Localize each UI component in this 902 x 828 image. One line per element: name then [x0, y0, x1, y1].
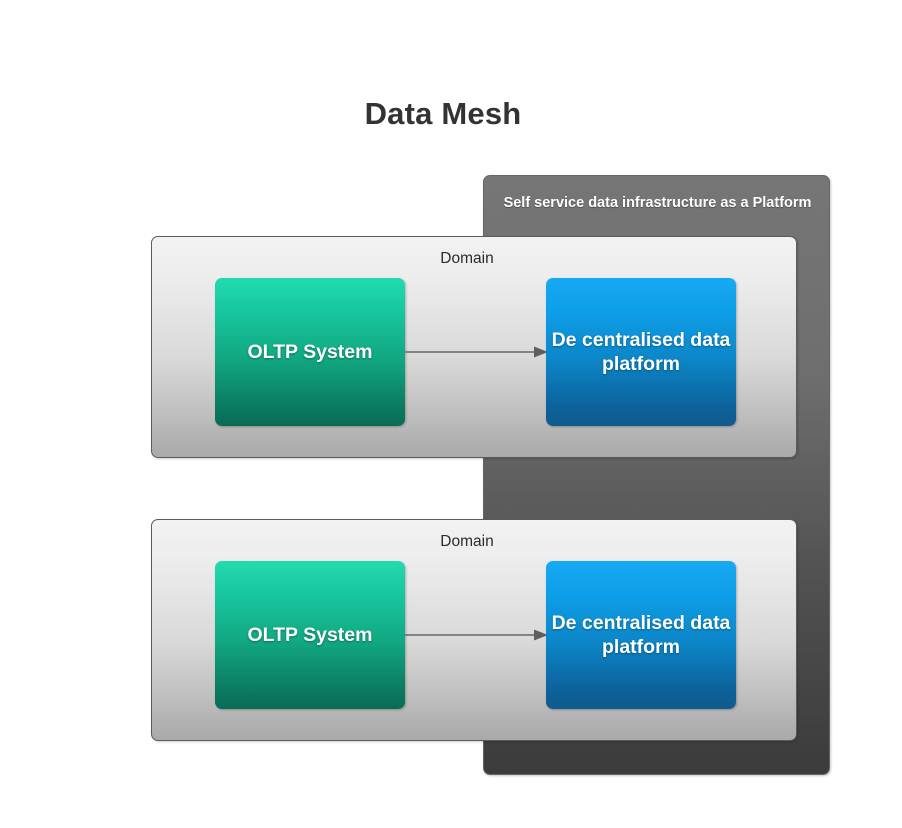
domain-panel-2-label: Domain [440, 533, 494, 550]
node-decentralised-data-platform-2[interactable]: De centralised data platform [546, 561, 736, 709]
domain-panel-1-label: Domain [440, 250, 494, 267]
arrow-oltp-to-platform-1 [405, 346, 548, 358]
domain-panel-2[interactable]: Domain OLTP System De centralised data p… [151, 519, 797, 741]
node-oltp-system-1[interactable]: OLTP System [215, 278, 405, 426]
arrow-oltp-to-platform-2 [405, 629, 548, 641]
page-title: Data Mesh [364, 96, 522, 131]
node-decentralised-data-platform-1[interactable]: De centralised data platform [546, 278, 736, 426]
node-oltp-system-2[interactable]: OLTP System [215, 561, 405, 709]
domain-panel-1[interactable]: Domain OLTP System De centralised data p… [151, 236, 797, 458]
platform-panel-label: Self service data infrastructure as a Pl… [503, 195, 812, 211]
